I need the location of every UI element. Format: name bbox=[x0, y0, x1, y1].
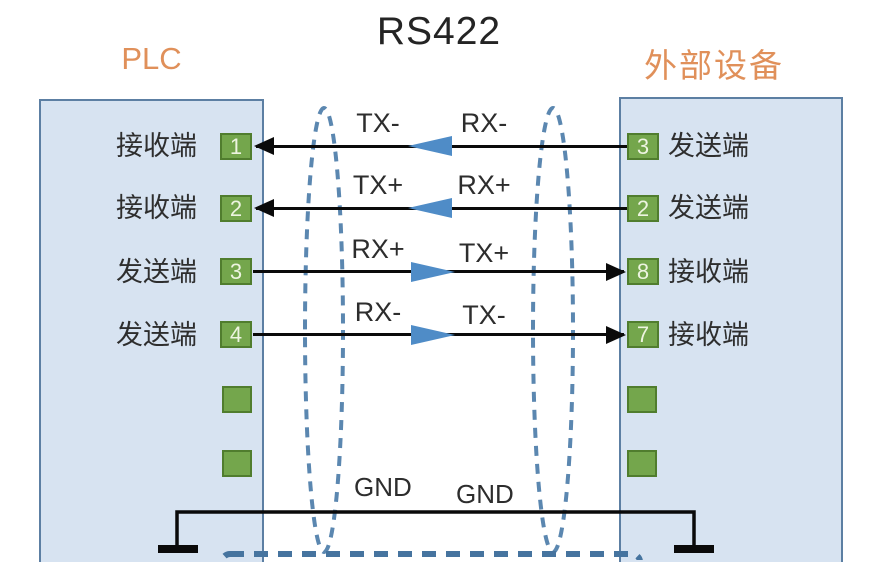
wire-signal-label: TX+ bbox=[458, 238, 510, 268]
plc-pin-label: 发送端 bbox=[116, 257, 197, 287]
signal-direction-arrow-icon bbox=[411, 262, 455, 282]
plc-pin-number: 2 bbox=[220, 195, 252, 222]
external-device-panel bbox=[619, 97, 843, 562]
arrowhead-to-device-icon bbox=[606, 263, 626, 281]
arrowhead-to-plc-icon bbox=[254, 199, 274, 217]
plc-pin-number: 1 bbox=[220, 133, 252, 160]
signal-direction-arrow-icon bbox=[411, 325, 455, 345]
plc-pin-number: 3 bbox=[220, 258, 252, 285]
signal-direction-arrow-icon bbox=[408, 136, 452, 156]
device-pin-number: 3 bbox=[627, 133, 659, 160]
device-pin-label: 接收端 bbox=[668, 320, 749, 350]
device-unused-pin bbox=[627, 450, 657, 477]
wire-signal-label: RX- bbox=[460, 108, 508, 138]
device-pin-label: 接收端 bbox=[668, 257, 749, 287]
wire-signal-label: RX+ bbox=[457, 170, 511, 200]
plc-pin-label: 接收端 bbox=[116, 131, 197, 161]
plc-unused-pin bbox=[222, 450, 252, 477]
wire-signal-label: RX- bbox=[354, 297, 402, 327]
plc-unused-pin bbox=[222, 386, 252, 413]
wire-signal-label: TX- bbox=[356, 108, 400, 138]
device-pin-number: 2 bbox=[627, 195, 659, 222]
device-pin-number: 7 bbox=[627, 321, 659, 348]
external-device-label: 外部设备 bbox=[644, 47, 784, 84]
gnd-label-right: GND bbox=[456, 479, 514, 509]
diagram-title: RS422 bbox=[376, 10, 502, 53]
twisted-pair-bundle-left-icon bbox=[303, 106, 345, 554]
device-pin-label: 发送端 bbox=[668, 193, 749, 223]
twisted-pair-bundle-right-icon bbox=[531, 106, 575, 554]
wire-signal-label: RX+ bbox=[351, 234, 405, 264]
plc-pin-label: 接收端 bbox=[116, 193, 197, 223]
arrowhead-to-plc-icon bbox=[254, 137, 274, 155]
signal-direction-arrow-icon bbox=[408, 198, 452, 218]
cable-shield-outline-icon bbox=[219, 551, 643, 560]
gnd-label-left: GND bbox=[354, 472, 412, 502]
device-pin-number: 8 bbox=[627, 258, 659, 285]
arrowhead-to-device-icon bbox=[606, 326, 626, 344]
device-pin-label: 发送端 bbox=[668, 131, 749, 161]
wire-signal-label: TX- bbox=[462, 300, 506, 330]
wire-signal-label: TX+ bbox=[352, 170, 404, 200]
plc-device-label: PLC bbox=[121, 41, 182, 76]
plc-pin-number: 4 bbox=[220, 321, 252, 348]
device-unused-pin bbox=[627, 386, 657, 413]
plc-pin-label: 发送端 bbox=[116, 320, 197, 350]
